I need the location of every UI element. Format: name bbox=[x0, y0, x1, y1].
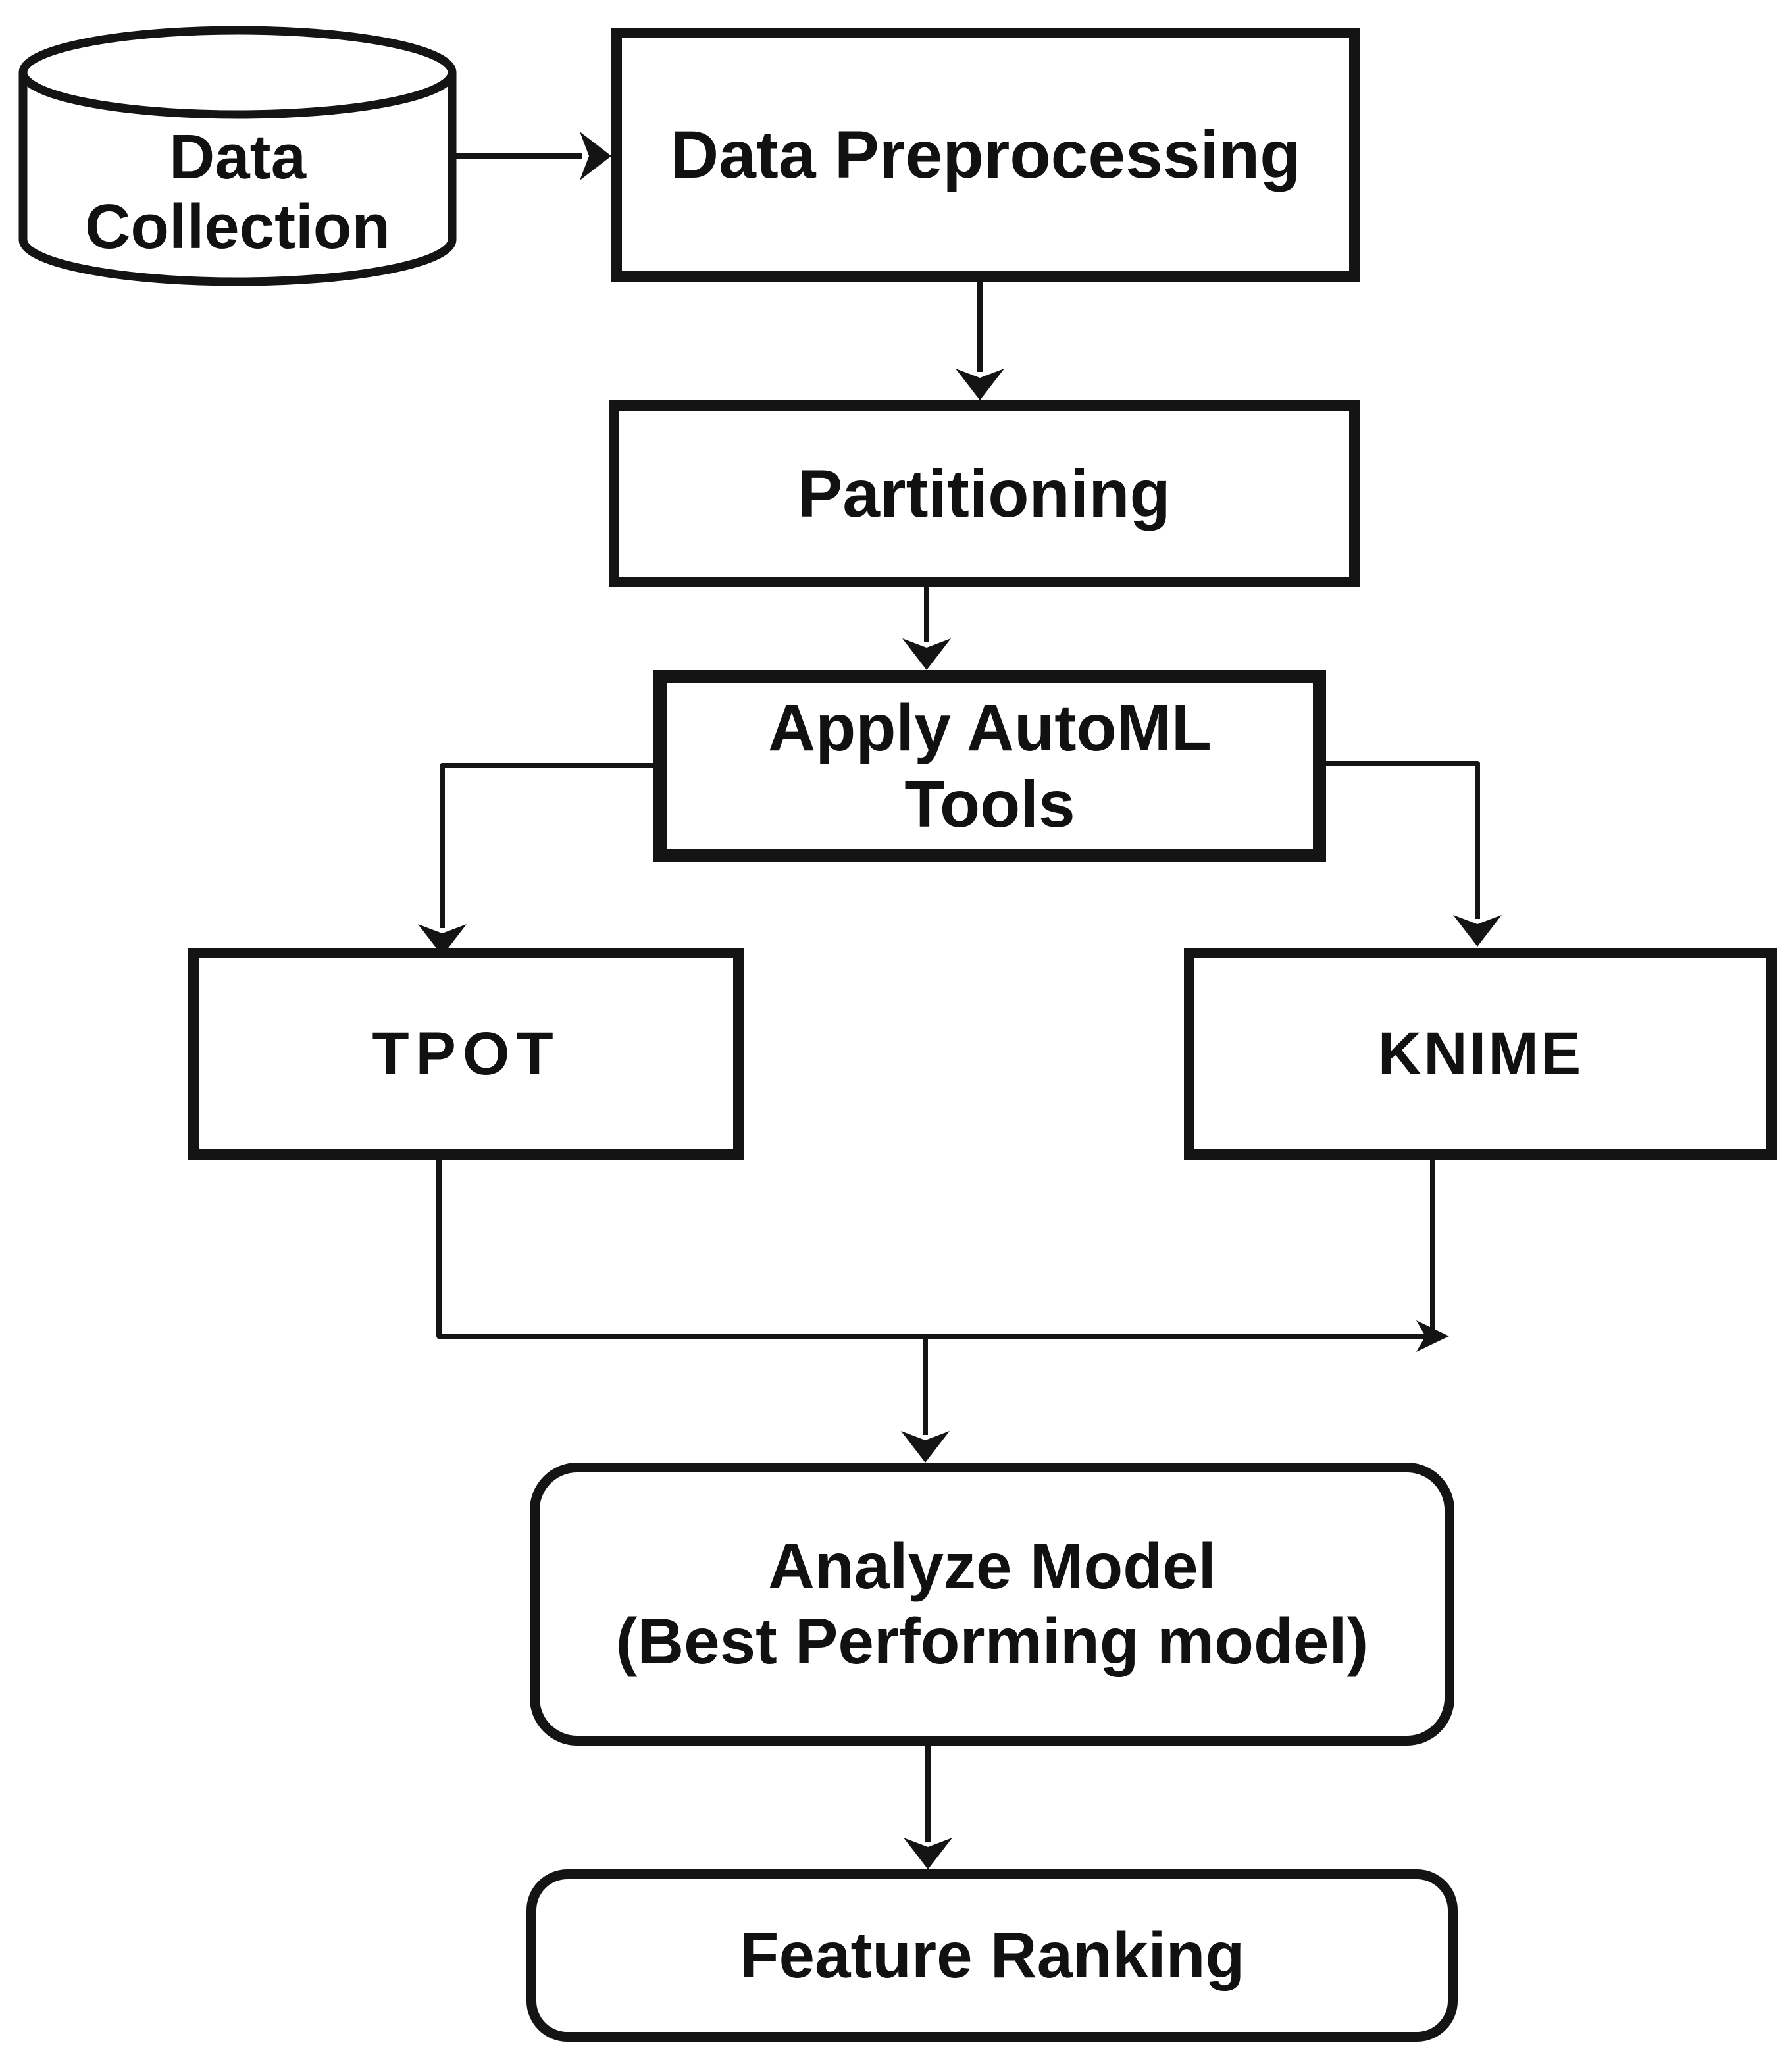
arrowhead-down-icon bbox=[1453, 915, 1502, 947]
edge-analyze-to-feature bbox=[904, 1746, 952, 1869]
database-cylinder-shape bbox=[18, 26, 457, 286]
arrowhead-down-icon bbox=[418, 924, 467, 956]
cylinder-body bbox=[18, 26, 457, 286]
node-label: KNIME bbox=[1377, 1020, 1583, 1087]
node-label: Tools bbox=[904, 767, 1075, 841]
edge-segment bbox=[436, 1157, 1429, 1339]
node-partitioning: Partitioning bbox=[609, 400, 1360, 587]
cylinder-front-rim bbox=[18, 72, 457, 119]
node-label: Analyze Model bbox=[768, 1530, 1216, 1603]
node-analyze-model: Analyze Model (Best Performing model) bbox=[530, 1463, 1454, 1746]
edge-partitioning-to-automl bbox=[902, 587, 951, 670]
node-data-preprocessing: Data Preprocessing bbox=[611, 28, 1360, 282]
node-knime: KNIME bbox=[1184, 948, 1777, 1160]
node-label: Partitioning bbox=[798, 455, 1171, 531]
arrowhead-down-icon bbox=[901, 1431, 950, 1463]
node-label: Collection bbox=[84, 191, 390, 262]
edge-automl-to-knime bbox=[1325, 761, 1502, 947]
node-label: Data Preprocessing bbox=[670, 117, 1301, 192]
edge-segment bbox=[440, 763, 655, 928]
edge-segment bbox=[1325, 761, 1480, 919]
node-tpot: TPOT bbox=[188, 948, 744, 1160]
node-apply-automl-tools: Apply AutoML Tools bbox=[653, 670, 1326, 862]
arrowhead-right-small-icon bbox=[1416, 1320, 1449, 1352]
arrowhead-down-icon bbox=[902, 638, 951, 670]
node-label: Apply AutoML bbox=[768, 691, 1212, 765]
edge-automl-to-tpot bbox=[418, 763, 655, 956]
node-feature-ranking: Feature Ranking bbox=[526, 1869, 1458, 2042]
arrowhead-right-icon bbox=[580, 132, 611, 180]
edge-collection-to-preprocessing bbox=[454, 132, 611, 180]
edge-preprocessing-to-partitioning bbox=[956, 282, 1004, 400]
node-label: (Best Performing model) bbox=[615, 1605, 1369, 1677]
edge-knime-to-merge bbox=[1416, 1158, 1449, 1352]
node-label: Data bbox=[168, 122, 307, 192]
node-label: TPOT bbox=[372, 1020, 560, 1087]
node-data-collection: Data Collection bbox=[23, 122, 452, 261]
arrowhead-down-icon bbox=[904, 1838, 952, 1869]
node-label: Feature Ranking bbox=[739, 1919, 1245, 1992]
edge-merge-to-analyze bbox=[901, 1336, 950, 1463]
edge-tpot-to-merge bbox=[436, 1157, 1429, 1339]
arrowhead-down-icon bbox=[956, 369, 1004, 400]
